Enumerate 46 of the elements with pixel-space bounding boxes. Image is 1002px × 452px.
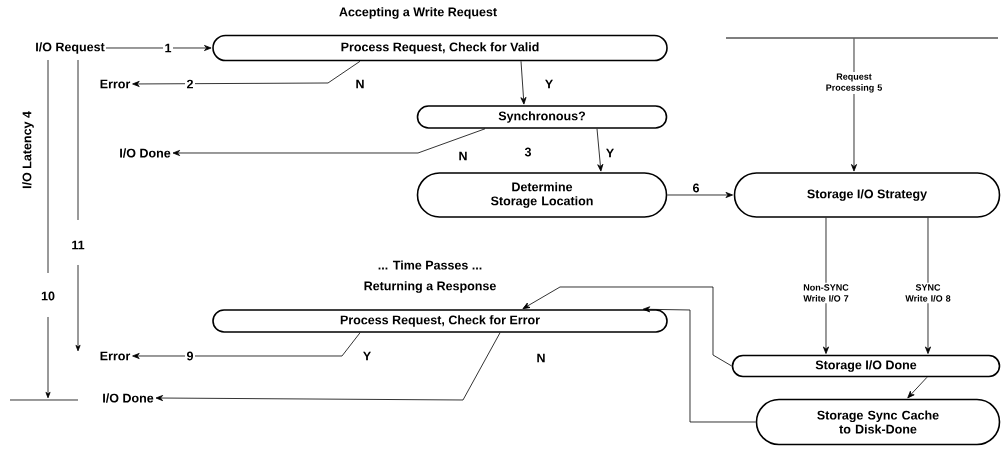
arrow <box>155 332 501 402</box>
edge-label: Non-SYNC Write I/O 7 <box>794 282 858 304</box>
arrow <box>851 38 857 172</box>
edge-label: N <box>459 151 467 161</box>
edge-label: 6 <box>691 182 701 194</box>
process-pill: Storage Sync Cache to Disk-Done <box>755 398 1001 446</box>
process-pill: Determine Storage Location <box>416 172 668 218</box>
text-label: 3 <box>524 147 531 157</box>
arrow <box>666 192 733 198</box>
text-label: 10 <box>41 291 55 301</box>
title: Accepting a Write Request <box>339 7 497 19</box>
edge-label: 9 <box>185 350 195 362</box>
arrow <box>596 128 604 172</box>
text-label: N <box>356 79 364 89</box>
arrow <box>172 128 486 156</box>
text-label: 11 <box>72 240 85 250</box>
flow-text: Error <box>100 351 131 361</box>
process-pill: Synchronous? <box>416 105 668 129</box>
arrow <box>522 286 733 367</box>
text-label: ... Time Passes ... <box>378 260 482 270</box>
process-pill: Process Request, Check for Valid <box>212 34 668 62</box>
arrow <box>642 306 757 423</box>
flow-text: I/O Done <box>103 393 154 403</box>
process-pill: Process Request, Check for Error <box>212 309 668 333</box>
arrow <box>132 332 361 359</box>
flow-text: I/O Request <box>36 42 105 54</box>
arrow <box>823 217 829 354</box>
edge-label: 1 <box>163 42 173 54</box>
process-pill: Storage I/O Done <box>731 354 1001 378</box>
edge-label: Y <box>545 79 553 89</box>
text-label: Y <box>363 351 371 361</box>
edge-label: 2 <box>185 78 195 90</box>
flow-text: Error <box>100 79 131 89</box>
arrow <box>925 217 931 354</box>
text-label: Returning a Response <box>364 281 496 293</box>
text-label: I/O Latency 4 <box>22 111 34 189</box>
edge-label: Request Processing 5 <box>817 71 891 95</box>
edge-label: Y <box>606 148 614 158</box>
flow-text: I/O Done <box>120 148 171 158</box>
process-pill: Storage I/O Strategy <box>733 172 1001 218</box>
arrow <box>132 60 361 87</box>
arrow <box>520 60 527 105</box>
text-label: N <box>537 353 545 363</box>
arrow <box>105 45 212 51</box>
arrow <box>907 376 928 399</box>
edge-label: SYNC Write I/O 8 <box>896 282 960 304</box>
